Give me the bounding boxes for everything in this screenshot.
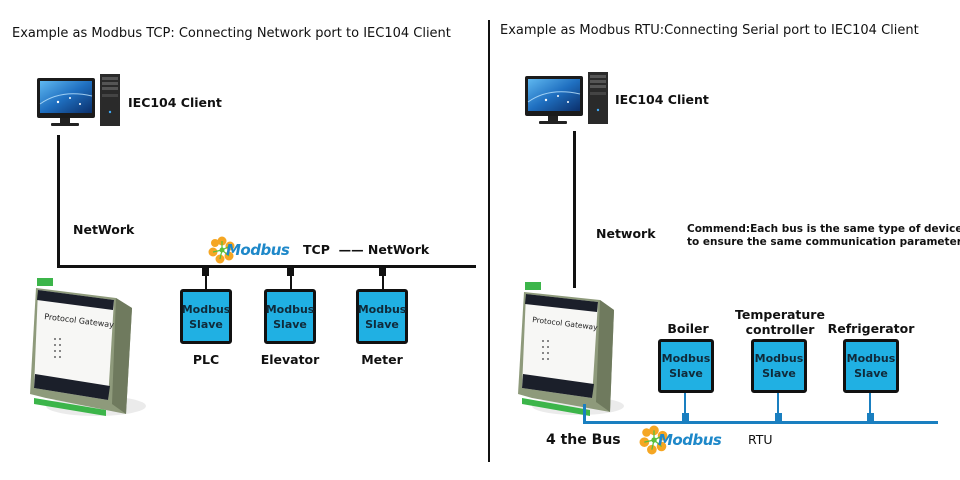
slave-line1: Modbus xyxy=(661,352,711,365)
slave-drop-line xyxy=(205,275,207,290)
bus-connector xyxy=(379,268,386,276)
left-title: Example as Modbus TCP: Connecting Networ… xyxy=(12,26,451,41)
bus-count-label: 4 the Bus xyxy=(546,432,621,448)
device-label-elevator: Elevator xyxy=(260,352,320,367)
bus-connector xyxy=(202,268,209,276)
slave-drop-line xyxy=(777,393,779,415)
slave-line2: Slave xyxy=(273,317,307,331)
modbus-slave-box: Modbus Slave xyxy=(180,289,232,344)
device-label-plc: PLC xyxy=(192,352,220,367)
modbus-slave-box: Modbus Slave xyxy=(751,339,807,393)
tcp-bus-line xyxy=(57,265,476,268)
slave-drop-line xyxy=(684,393,686,415)
computer-icon xyxy=(36,74,124,130)
bus-connector xyxy=(287,268,294,276)
bus-connector xyxy=(682,413,689,421)
slave-line1: Modbus xyxy=(846,352,896,365)
left-client-label: IEC104 Client xyxy=(128,95,222,110)
modbus-slave-box: Modbus Slave xyxy=(264,289,316,344)
slave-line1: Modbus xyxy=(754,352,804,365)
left-network-label: NetWork xyxy=(73,222,135,237)
right-client-label: IEC104 Client xyxy=(615,92,709,107)
panel-divider xyxy=(488,20,490,462)
note-line-2: to ensure the same communication paramet… xyxy=(687,236,960,248)
slave-line2: Slave xyxy=(365,317,399,331)
commend-note: Commend:Each bus is the same type of dev… xyxy=(687,223,960,249)
modbus-network-icon xyxy=(639,425,668,455)
modbus-logo-rtu: Modbus xyxy=(639,425,739,457)
slave-line1: Modbus xyxy=(181,302,231,316)
protocol-gateway-device: Protocol Gateway xyxy=(514,278,624,418)
slave-line2: Slave xyxy=(189,317,223,331)
right-title: Example as Modbus RTU:Connecting Serial … xyxy=(500,23,919,38)
modbus-logo-text: Modbus xyxy=(226,241,290,259)
modbus-slave-box: Modbus Slave xyxy=(356,289,408,344)
bus-connector xyxy=(867,413,874,421)
note-line-1: Commend:Each bus is the same type of dev… xyxy=(687,223,960,235)
rtu-bus-line xyxy=(583,421,938,424)
slave-line1: Modbus xyxy=(357,302,407,316)
slave-drop-line xyxy=(869,393,871,415)
slave-drop-line xyxy=(290,275,292,290)
left-network-drop xyxy=(57,135,60,267)
modbus-network-icon xyxy=(208,236,235,264)
bus-connector xyxy=(775,413,782,421)
slave-line2: Slave xyxy=(762,367,796,380)
right-network-label: Network xyxy=(596,226,656,241)
slave-line2: Slave xyxy=(669,367,703,380)
computer-icon xyxy=(524,72,612,128)
tcp-bus-label: TCP —— NetWork xyxy=(303,242,430,257)
modbus-slave-box: Modbus Slave xyxy=(843,339,899,393)
rtu-protocol-label: RTU xyxy=(748,432,773,447)
protocol-gateway-device: Protocol Gateway xyxy=(26,274,146,420)
slave-drop-line xyxy=(382,275,384,290)
device-label-boiler: Boiler xyxy=(667,321,709,336)
device-label-temperature-controller: Temperature controller xyxy=(735,307,825,337)
modbus-logo-text: Modbus xyxy=(658,431,722,449)
slave-line1: Modbus xyxy=(265,302,315,316)
right-network-drop xyxy=(573,131,576,288)
modbus-slave-box: Modbus Slave xyxy=(658,339,714,393)
modbus-logo-tcp: Modbus xyxy=(208,236,308,264)
device-label-meter: Meter xyxy=(361,352,403,367)
rtu-bus-drop xyxy=(583,404,586,424)
device-label-refrigerator: Refrigerator xyxy=(827,321,915,336)
slave-line2: Slave xyxy=(854,367,888,380)
